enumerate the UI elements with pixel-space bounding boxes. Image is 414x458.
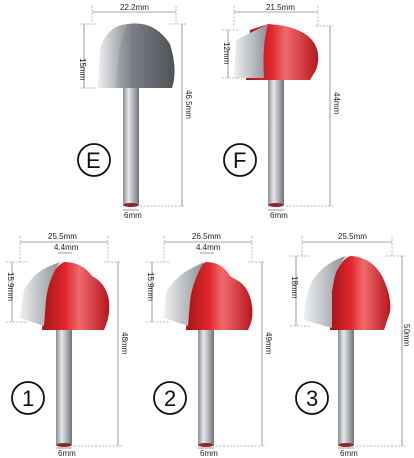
bit-3-shank <box>338 328 354 444</box>
bit-3-width-label: 25.5mm <box>338 232 367 241</box>
bit-2-badge <box>153 381 187 415</box>
bit-3-shank-label: 6mm <box>340 449 358 458</box>
bit-f-badge-label: F <box>233 148 246 173</box>
bit-1: 25.5mm 4.4mm 15.9mm 48mm 6mm 1 <box>6 232 129 458</box>
bit-3-cutter-head <box>330 256 391 330</box>
bit-f-width-label: 21.5mm <box>266 3 295 12</box>
bit-1-shank <box>56 328 72 444</box>
bit-3-head-height-label: 18mm <box>290 276 299 299</box>
bit-e: 22.2mm 15mm 46.5mm 6mm E <box>77 3 193 220</box>
bit-1-length-label: 48mm <box>120 332 129 355</box>
bit-e-shank-label: 6mm <box>124 211 142 220</box>
bit-2: 26.5mm 4.4mm 15.9mm 49mm 6mm 2 <box>146 232 273 458</box>
bit-3-badge <box>295 381 329 415</box>
bit-1-shank-tip <box>56 443 72 447</box>
bit-e-length-label: 46.5mm <box>184 90 193 119</box>
bit-2-head-height-label: 15.9mm <box>146 272 155 301</box>
bit-e-shank-tip <box>123 203 139 207</box>
bit-f: 21.5mm 12mm 44mm 6mm F <box>222 3 341 220</box>
bit-1-badge <box>11 381 45 415</box>
bit-2-inner-width-label: 4.4mm <box>196 243 221 252</box>
bit-3: 25.5mm 18mm 50mm 6mm 3 <box>290 232 411 458</box>
bit-f-shank-tip <box>268 203 284 207</box>
bit-3-badge-label: 3 <box>306 386 318 411</box>
bit-2-blade <box>164 262 204 326</box>
bit-f-blade <box>234 24 268 78</box>
bit-1-cutter-head <box>42 262 110 330</box>
bit-e-badge-label: E <box>86 148 101 173</box>
bit-1-badge-label: 1 <box>22 386 34 411</box>
bit-3-shank-tip <box>338 443 354 447</box>
bit-2-shank-label: 6mm <box>200 449 218 458</box>
bit-f-head-height-label: 12mm <box>222 42 231 65</box>
bit-2-shank-tip <box>198 443 214 447</box>
bit-f-shank <box>268 78 284 204</box>
bit-2-badge-label: 2 <box>164 386 176 411</box>
bit-1-head-height-label: 15.9mm <box>6 272 15 301</box>
bit-e-shank <box>123 86 139 204</box>
bit-2-shank <box>198 328 214 444</box>
bit-e-blade <box>98 24 128 88</box>
bit-1-shank-label: 6mm <box>58 449 76 458</box>
bit-2-width-label: 26.5mm <box>192 232 221 241</box>
bit-2-cutter-head <box>186 262 253 330</box>
bit-3-length-label: 50mm <box>402 324 411 347</box>
bit-f-badge <box>223 143 257 177</box>
bit-e-width-label: 22.2mm <box>120 3 149 12</box>
bit-e-head-height-label: 15mm <box>78 58 87 81</box>
bit-f-length-label: 44mm <box>332 92 341 115</box>
bit-1-inner-width-label: 4.4mm <box>54 243 79 252</box>
bit-e-badge <box>77 143 111 177</box>
bit-3-blade <box>304 256 346 328</box>
bit-1-blade <box>20 262 60 326</box>
bit-f-shank-label: 6mm <box>270 211 288 220</box>
bit-2-length-label: 49mm <box>264 332 273 355</box>
bit-1-width-label: 25.5mm <box>48 232 77 241</box>
